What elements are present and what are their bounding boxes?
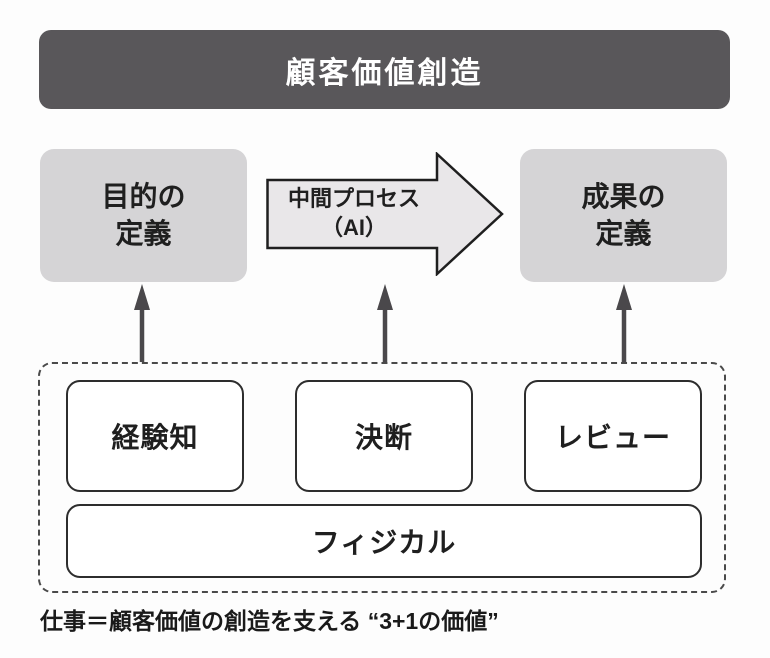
foundation-item-decision: 決断: [295, 380, 473, 492]
process-arrow-label: 中間プロセス （AI）: [266, 152, 442, 276]
outcome-line1: 成果の: [581, 180, 666, 212]
up-arrow-icon: [134, 284, 150, 362]
purpose-line1: 目的の: [101, 180, 186, 212]
outcome-definition-box: 成果の 定義: [520, 149, 727, 282]
physical-label: フィジカル: [311, 527, 457, 558]
foundation-group: [38, 362, 726, 593]
caption: 仕事＝顧客価値の創造を支える “3+1の価値”: [40, 608, 499, 634]
outcome-line2: 定義: [595, 217, 652, 249]
decision-label: 決断: [354, 422, 413, 453]
foundation-item-physical: フィジカル: [66, 504, 702, 578]
process-arrow: 中間プロセス （AI）: [266, 152, 506, 276]
process-line1: 中間プロセス: [287, 186, 420, 212]
customer-value-banner: 顧客価値創造: [39, 30, 730, 109]
up-arrow-icon: [377, 284, 393, 362]
foundation-item-review: レビュー: [524, 380, 702, 492]
up-arrow-icon: [616, 284, 632, 362]
experience-label: 経験知: [111, 422, 199, 453]
process-line2: （AI）: [320, 215, 387, 240]
banner-label: 顧客価値創造: [285, 56, 484, 90]
block-arrow-right-icon: [266, 152, 504, 276]
foundation-item-experience: 経験知: [66, 380, 244, 492]
review-label: レビュー: [554, 422, 671, 453]
purpose-line2: 定義: [115, 217, 172, 249]
purpose-definition-box: 目的の 定義: [40, 149, 247, 282]
